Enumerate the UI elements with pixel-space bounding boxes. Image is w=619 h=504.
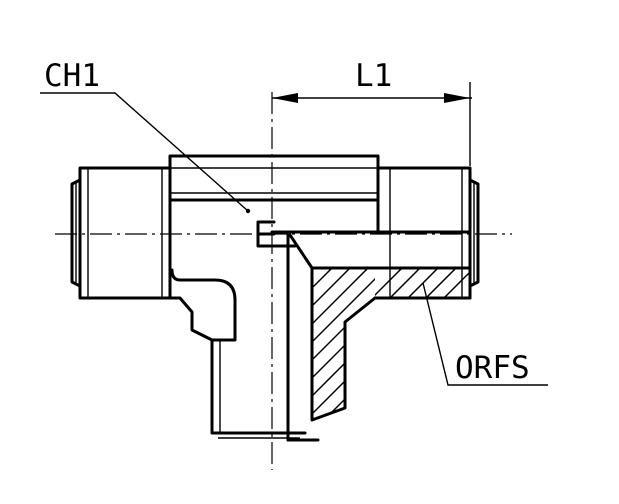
orfs-leader	[422, 282, 548, 386]
flat-face-symbol	[256, 220, 297, 248]
left-port	[70, 166, 172, 300]
l1-dimension	[272, 82, 472, 166]
orfs-label: ORFS	[455, 350, 530, 386]
section-hatching	[312, 268, 375, 420]
section-outline	[270, 230, 472, 442]
tee-body	[168, 154, 380, 439]
ch1-leader	[40, 92, 249, 212]
l1-label: L1	[355, 58, 392, 94]
ch1-label: CH1	[44, 58, 100, 94]
ch1-leader-dot	[245, 208, 251, 214]
port-hatching	[375, 268, 470, 298]
